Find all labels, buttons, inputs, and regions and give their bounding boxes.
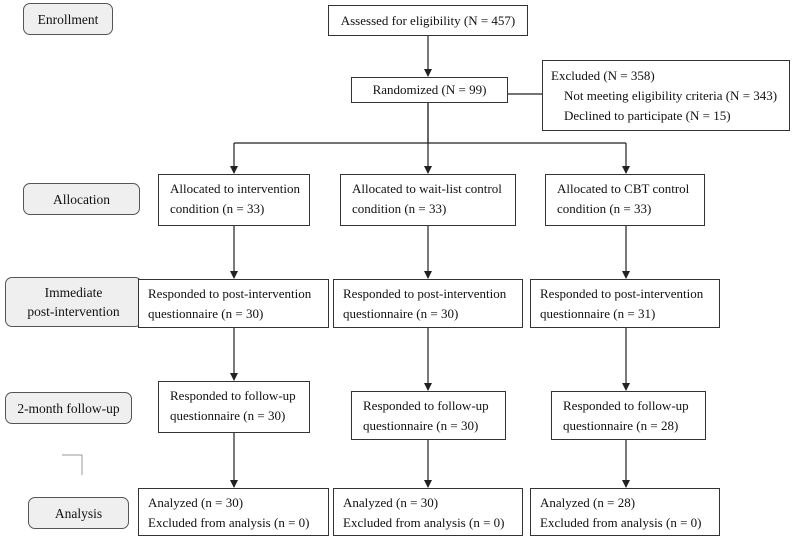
post-line2: questionnaire (n = 31) <box>540 306 656 321</box>
stage-allocation-label: Allocation <box>53 191 110 207</box>
stage-allocation: Allocation <box>23 183 140 215</box>
stray-corner-mark <box>62 454 83 475</box>
followup-line2: questionnaire (n = 30) <box>363 418 479 433</box>
post-line2: questionnaire (n = 30) <box>148 306 264 321</box>
analysis-line1: Analyzed (n = 30) <box>148 495 244 510</box>
allocation-line2: condition (n = 33) <box>170 201 265 216</box>
excluded-title: Excluded (N = 358) <box>551 68 655 83</box>
allocation-line1: Allocated to wait-list control <box>352 181 502 196</box>
excluded-item-declined: Declined to participate (N = 15) <box>564 108 731 123</box>
assessed-text: Assessed for eligibility (N = 457) <box>340 12 516 28</box>
allocation-box-waitlist: Allocated to wait-list control condition… <box>340 174 516 226</box>
analysis-line2: Excluded from analysis (n = 0) <box>148 515 310 530</box>
analysis-box-intervention: Analyzed (n = 30) Excluded from analysis… <box>138 488 329 536</box>
allocation-line1: Allocated to intervention <box>170 181 300 196</box>
randomized-box: Randomized (N = 99) <box>351 77 508 103</box>
allocation-line2: condition (n = 33) <box>557 201 652 216</box>
allocation-line1: Allocated to CBT control <box>557 181 690 196</box>
followup-line1: Responded to follow-up <box>363 398 489 413</box>
stage-enrollment-label: Enrollment <box>37 11 99 27</box>
followup-box-intervention: Responded to follow-up questionnaire (n … <box>158 381 310 433</box>
stage-post-intervention: Immediate post-intervention <box>5 277 142 327</box>
excluded-item-ineligible: Not meeting eligibility criteria (N = 34… <box>564 88 778 103</box>
post-line1: Responded to post-intervention <box>540 286 704 301</box>
stage-post-label-line2: post-intervention <box>27 304 120 319</box>
stage-followup-label: 2-month follow-up <box>17 400 120 416</box>
followup-line2: questionnaire (n = 30) <box>170 408 286 423</box>
followup-box-waitlist: Responded to follow-up questionnaire (n … <box>351 391 506 440</box>
assessed-box: Assessed for eligibility (N = 457) <box>328 5 528 36</box>
followup-box-cbt: Responded to follow-up questionnaire (n … <box>551 391 706 440</box>
randomized-text: Randomized (N = 99) <box>372 82 487 97</box>
analysis-box-cbt: Analyzed (n = 28) Excluded from analysis… <box>530 488 720 536</box>
post-line1: Responded to post-intervention <box>343 286 507 301</box>
followup-line1: Responded to follow-up <box>563 398 689 413</box>
stage-enrollment: Enrollment <box>23 3 113 35</box>
followup-line1: Responded to follow-up <box>170 388 296 403</box>
post-line1: Responded to post-intervention <box>148 286 312 301</box>
analysis-line1: Analyzed (n = 30) <box>343 495 439 510</box>
post-box-cbt: Responded to post-intervention questionn… <box>530 279 720 328</box>
analysis-line2: Excluded from analysis (n = 0) <box>343 515 505 530</box>
post-box-waitlist: Responded to post-intervention questionn… <box>333 279 523 328</box>
allocation-box-cbt: Allocated to CBT control condition (n = … <box>545 174 705 226</box>
allocation-box-intervention: Allocated to intervention condition (n =… <box>158 174 310 226</box>
analysis-box-waitlist: Analyzed (n = 30) Excluded from analysis… <box>333 488 523 536</box>
analysis-line2: Excluded from analysis (n = 0) <box>540 515 702 530</box>
stage-post-label-line1: Immediate <box>44 285 103 300</box>
stage-analysis-label: Analysis <box>54 505 103 521</box>
post-box-intervention: Responded to post-intervention questionn… <box>138 279 329 328</box>
allocation-line2: condition (n = 33) <box>352 201 447 216</box>
excluded-box: Excluded (N = 358) Not meeting eligibili… <box>542 60 790 131</box>
stage-analysis: Analysis <box>28 497 129 529</box>
followup-line2: questionnaire (n = 28) <box>563 418 679 433</box>
analysis-line1: Analyzed (n = 28) <box>540 495 636 510</box>
post-line2: questionnaire (n = 30) <box>343 306 459 321</box>
stage-followup: 2-month follow-up <box>5 392 132 424</box>
